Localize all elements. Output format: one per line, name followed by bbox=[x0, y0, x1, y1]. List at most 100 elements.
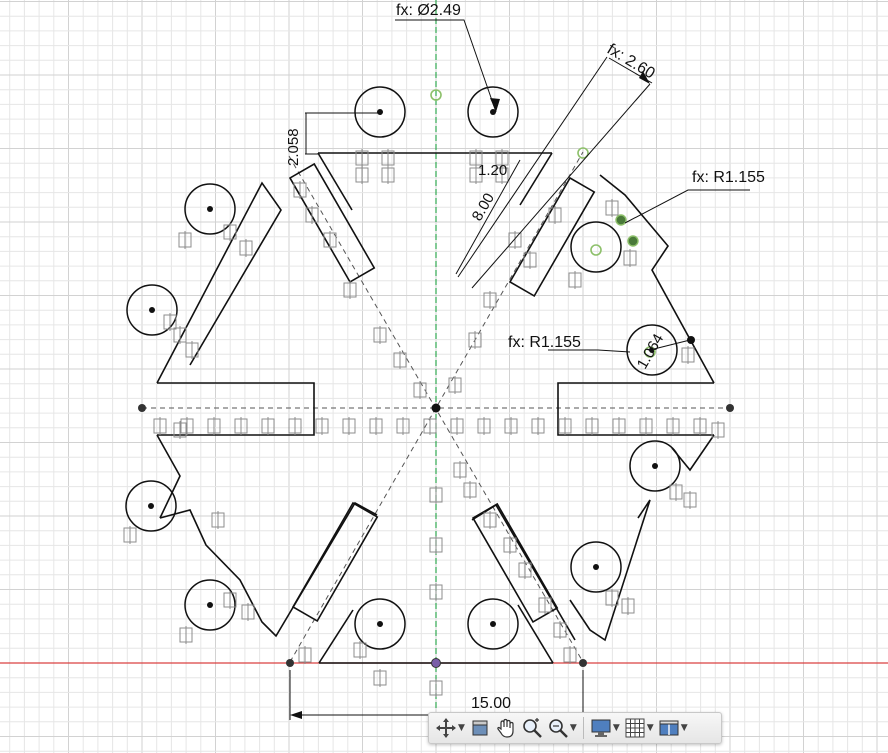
constraint-icon bbox=[173, 326, 187, 344]
constraint-icon bbox=[469, 166, 483, 184]
dimension-diameter[interactable]: fx: Ø2.49 bbox=[396, 2, 461, 19]
constraint-icon bbox=[468, 331, 482, 349]
constraint-icon bbox=[623, 249, 637, 267]
constraint-icon bbox=[523, 251, 537, 269]
constraint-icon bbox=[153, 417, 167, 435]
zoom-window-icon bbox=[549, 719, 568, 738]
constraint-icon bbox=[293, 181, 307, 199]
orbit-menu-caret[interactable]: ▼ bbox=[458, 723, 465, 733]
constraint-icon bbox=[179, 626, 193, 644]
constraint-icon bbox=[123, 526, 137, 544]
orbit-icon bbox=[436, 718, 456, 738]
constraint-icon bbox=[429, 583, 443, 601]
constraint-icon bbox=[683, 491, 697, 509]
dimension-lines[interactable] bbox=[289, 19, 750, 720]
dimension-small-right[interactable]: 1.064 bbox=[634, 331, 667, 372]
constraint-icon bbox=[180, 417, 194, 435]
constraint-icon bbox=[373, 326, 387, 344]
viewports-menu-caret[interactable]: ▼ bbox=[680, 723, 688, 733]
constraint-icon bbox=[173, 421, 187, 439]
constraint-icon bbox=[503, 536, 517, 554]
dimension-notch-depth[interactable]: 2.058 bbox=[285, 128, 302, 166]
constraint-icon bbox=[298, 646, 312, 664]
constraint-icon bbox=[495, 166, 509, 184]
origin-projected-point bbox=[431, 658, 441, 668]
viewports-icon bbox=[659, 720, 679, 736]
constraint-icon bbox=[429, 679, 443, 697]
constraint-icon bbox=[450, 417, 464, 435]
dimension-arrows bbox=[290, 71, 650, 719]
constraint-icon bbox=[681, 346, 695, 364]
sketch-points[interactable] bbox=[138, 89, 734, 668]
constraint-icon bbox=[666, 417, 680, 435]
zoom-button[interactable] bbox=[519, 715, 545, 741]
constraint-icon bbox=[223, 223, 237, 241]
constraint-icon bbox=[373, 669, 387, 687]
constraint-icon bbox=[381, 166, 395, 184]
grid-snaps-menu-caret[interactable]: ▼ bbox=[646, 723, 654, 733]
constraint-icon bbox=[548, 206, 562, 224]
fit-menu-caret[interactable]: ▼ bbox=[569, 723, 577, 733]
constraint-icon bbox=[605, 589, 619, 607]
constraint-icon bbox=[669, 483, 683, 501]
grid-snaps-button[interactable]: ▼ bbox=[622, 715, 656, 741]
constraint-icon bbox=[483, 291, 497, 309]
dimension-small-top[interactable]: 1.20 bbox=[478, 162, 507, 179]
constraint-icon bbox=[241, 603, 255, 621]
constraint-icon bbox=[429, 486, 443, 504]
constraint-icon bbox=[288, 417, 302, 435]
constraint-icon bbox=[239, 239, 253, 257]
constraint-icon bbox=[538, 596, 552, 614]
constraint-icon bbox=[558, 417, 572, 435]
look-at-button[interactable] bbox=[467, 715, 493, 741]
zoom-icon bbox=[523, 718, 542, 738]
constraint-icon bbox=[469, 149, 483, 167]
grid-icon bbox=[625, 718, 645, 738]
constraint-icon bbox=[223, 591, 237, 609]
constraint-icon bbox=[463, 481, 477, 499]
constraint-icon bbox=[423, 417, 437, 435]
constraint-icon bbox=[353, 641, 367, 659]
constraint-icon bbox=[621, 597, 635, 615]
constraint-icon bbox=[711, 421, 725, 439]
dimension-radius-lower[interactable]: fx: R1.155 bbox=[508, 334, 581, 351]
constraint-icon bbox=[453, 461, 467, 479]
constraint-icon bbox=[178, 231, 192, 249]
sketch-circles[interactable] bbox=[125, 86, 681, 650]
display-settings-menu-caret[interactable]: ▼ bbox=[612, 723, 620, 733]
constraint-icon bbox=[234, 417, 248, 435]
fit-button[interactable]: ▼ bbox=[545, 715, 579, 741]
origin-point bbox=[431, 403, 441, 413]
monitor-icon bbox=[591, 719, 611, 737]
constraint-icon bbox=[508, 231, 522, 249]
constraint-icon bbox=[413, 381, 427, 399]
constraint-icon bbox=[163, 313, 177, 331]
constraint-icon bbox=[568, 271, 582, 289]
pan-button[interactable] bbox=[493, 715, 519, 741]
constraint-icon bbox=[315, 417, 329, 435]
pan-hand-icon bbox=[497, 718, 514, 738]
circle-centers[interactable] bbox=[148, 109, 658, 627]
navigation-toolbar: ▼ ▼ ▼ bbox=[428, 712, 722, 744]
constraint-icon bbox=[504, 417, 518, 435]
display-settings-button[interactable]: ▼ bbox=[588, 715, 622, 741]
constraint-icon bbox=[342, 417, 356, 435]
viewports-button[interactable]: ▼ bbox=[656, 715, 690, 741]
constraint-icon bbox=[343, 281, 357, 299]
constraint-icon bbox=[381, 149, 395, 167]
orbit-button[interactable]: ▼ bbox=[433, 715, 467, 741]
constraint-glyphs[interactable] bbox=[123, 149, 725, 697]
constraint-icon bbox=[393, 351, 407, 369]
constraint-icon bbox=[429, 536, 443, 554]
constraint-icon bbox=[495, 149, 509, 167]
constraint-icon bbox=[483, 511, 497, 529]
look-at-icon bbox=[472, 720, 488, 736]
constraint-icon bbox=[355, 149, 369, 167]
dimension-radius-upper[interactable]: fx: R1.155 bbox=[692, 169, 765, 186]
constraint-icon bbox=[396, 417, 410, 435]
dimension-overall-width[interactable]: 15.00 bbox=[471, 695, 511, 712]
constraint-icon bbox=[211, 511, 225, 529]
constraint-icon bbox=[185, 341, 199, 359]
